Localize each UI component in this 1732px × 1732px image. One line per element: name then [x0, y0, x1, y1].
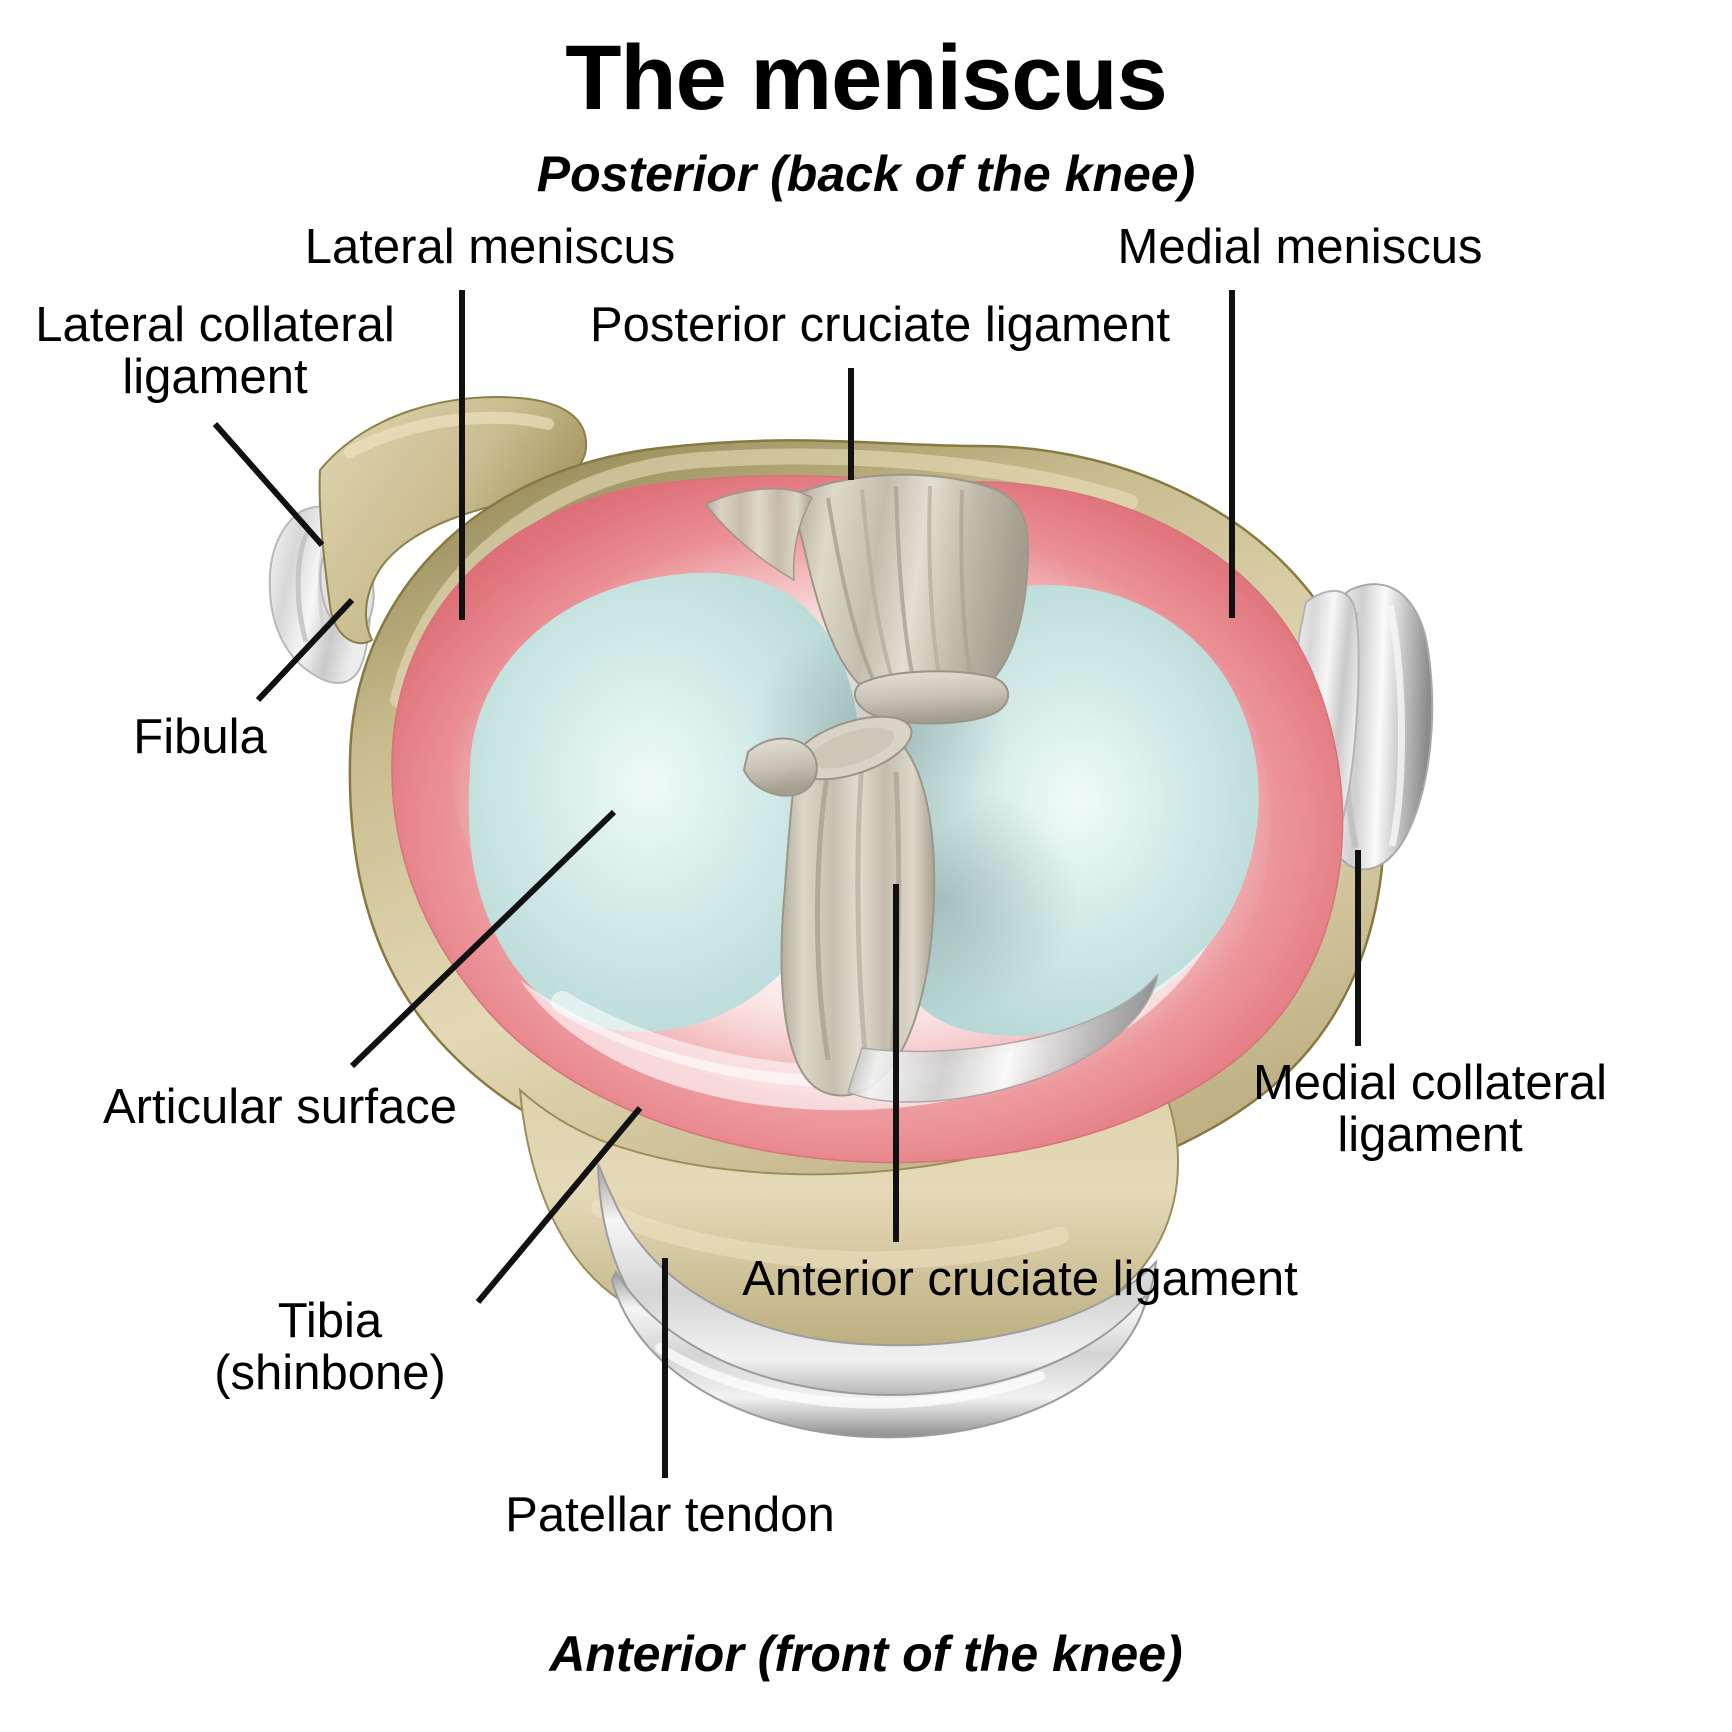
label-patellar-tendon: Patellar tendon: [505, 1488, 835, 1542]
label-lateral-collateral-ligament: Lateral collateral ligament: [35, 298, 395, 404]
leader-lines: [212, 290, 1361, 1478]
leader-lcl: [212, 422, 325, 547]
leader-tibia: [475, 1106, 643, 1304]
label-articular-surface: Articular surface: [102, 1080, 457, 1134]
label-anterior-cruciate-ligament: Anterior cruciate ligament: [742, 1252, 1298, 1306]
fibula-bone: [318, 395, 588, 645]
label-posterior-cruciate-ligament: Posterior cruciate ligament: [589, 298, 1171, 352]
leader-articular-surface: [349, 809, 617, 1069]
label-lateral-meniscus: Lateral meniscus: [304, 220, 676, 274]
page-title: The meniscus: [565, 27, 1168, 129]
label-medial-meniscus: Medial meniscus: [1117, 220, 1483, 274]
posterior-cruciate-ligament: [704, 473, 1030, 725]
patellar-tendon: [597, 1163, 1158, 1439]
label-fibula: Fibula: [133, 710, 267, 764]
orientation-label-posterior: Posterior (back of the knee): [536, 146, 1196, 202]
leader-fibula: [255, 597, 355, 703]
label-medial-collateral-ligament: Medial collateral ligament: [1252, 1056, 1608, 1162]
label-tibia: Tibia (shinbone): [214, 1294, 446, 1400]
medial-collateral-ligament-structure: [1292, 583, 1434, 871]
orientation-label-anterior: Anterior (front of the knee): [549, 1626, 1183, 1682]
